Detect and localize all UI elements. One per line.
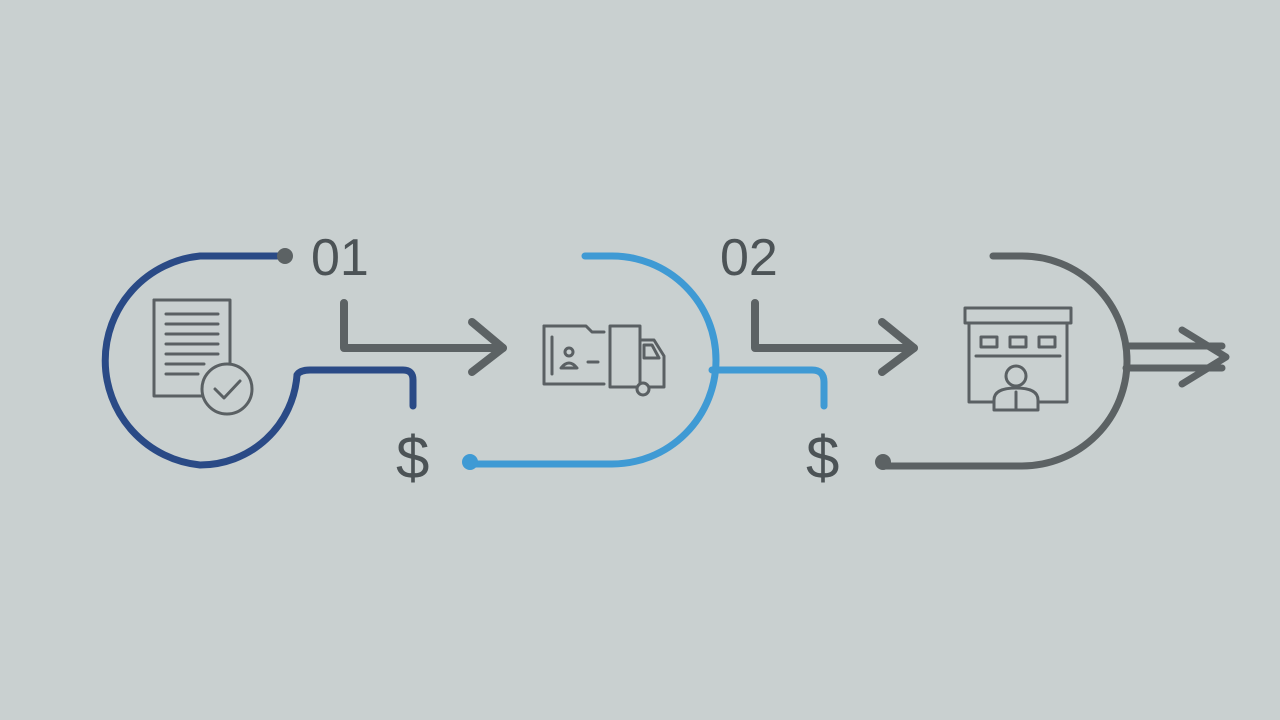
- stage2-loop: [462, 252, 828, 470]
- step-2-number: 02: [720, 229, 778, 287]
- arrow-step1: [340, 299, 507, 376]
- document-check-icon: [152, 298, 254, 416]
- stage1-start-dot: [277, 248, 293, 264]
- storefront-person-icon: [963, 306, 1073, 412]
- stage1-loop: [101, 248, 417, 469]
- stage3-end-dot: [875, 454, 891, 470]
- truck-delivery-icon: [542, 324, 666, 397]
- step-1-number: 01: [311, 229, 369, 287]
- payment-1-symbol: $: [396, 424, 430, 491]
- stage2-end-dot: [462, 454, 478, 470]
- arrow-step2: [751, 299, 918, 376]
- stage3-loop: [875, 252, 1230, 470]
- payment-2-symbol: $: [806, 424, 840, 491]
